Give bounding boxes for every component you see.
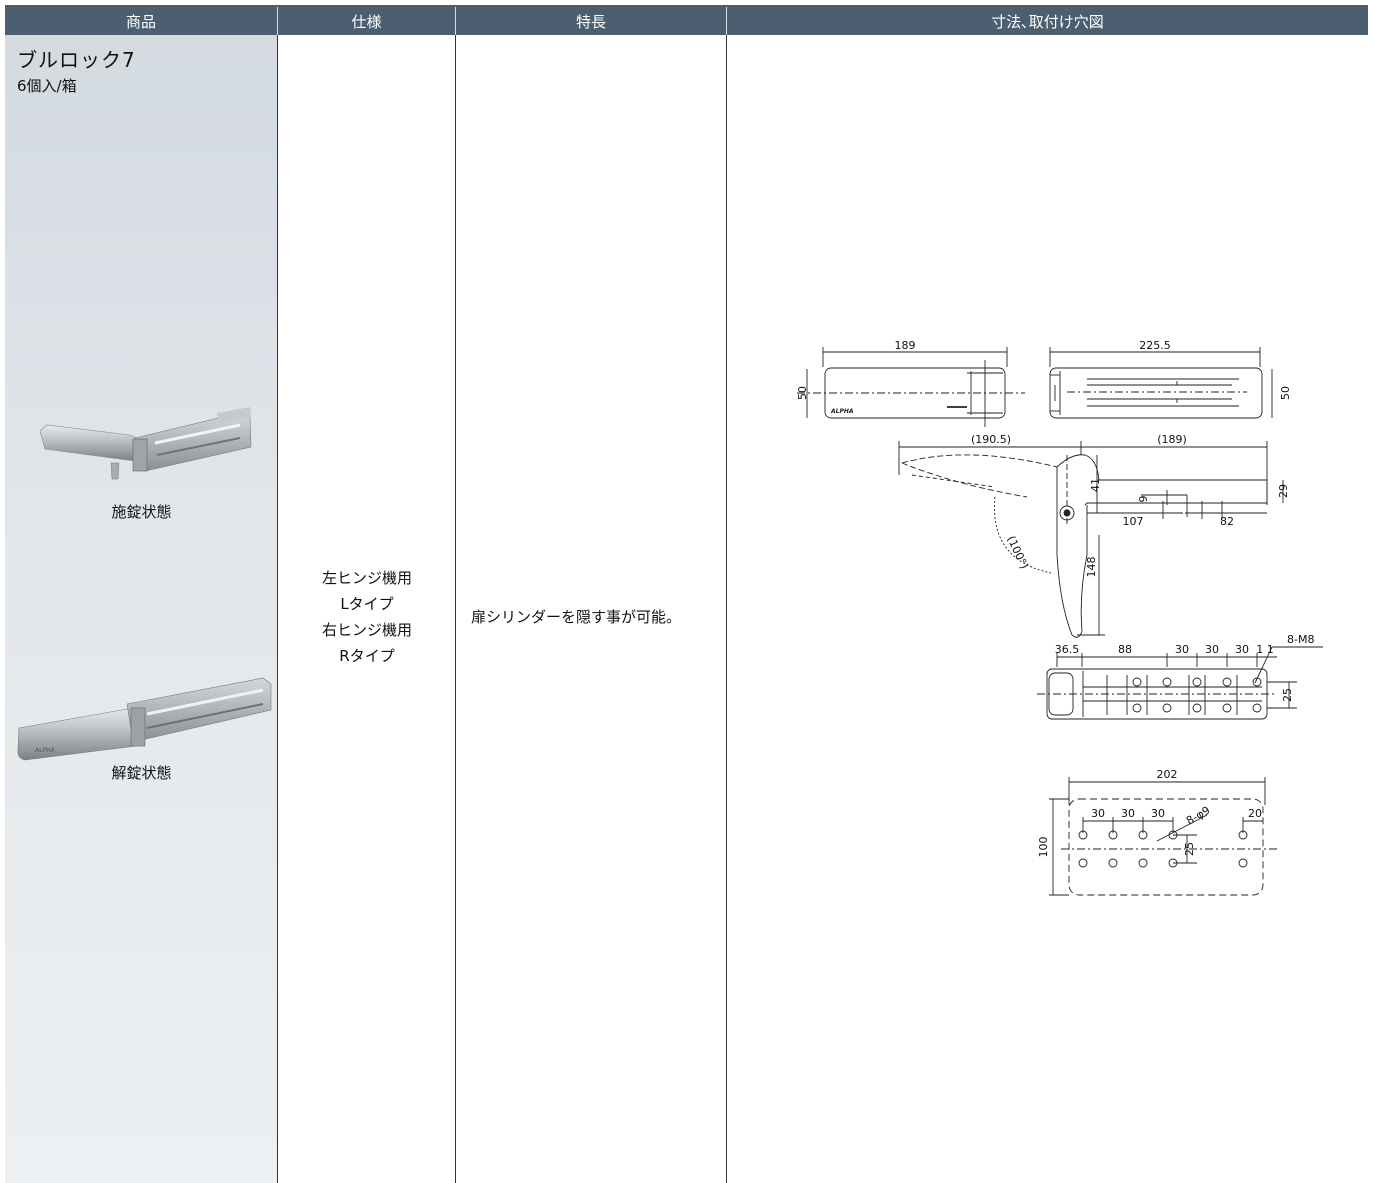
product-table: 商品 仕様 特長 寸法､取付け穴図 ブルロック7 6個入/箱: [5, 5, 1368, 1183]
dim-cut-20: 20: [1248, 807, 1262, 820]
spec-line: 右ヒンジ機用: [321, 621, 412, 639]
dim-right-length: (189): [1157, 433, 1187, 446]
header-product: 商品: [5, 7, 278, 35]
feature-cell: 扉シリンダーを隠す事が可能。: [456, 35, 727, 1183]
dim-148: 148: [1085, 557, 1098, 578]
dimension-drawing: 189 50 ALPHA 225.5: [796, 339, 1323, 896]
dim-left-length: (190.5): [971, 433, 1011, 446]
dim-29: 29: [1277, 484, 1290, 498]
spec-list: 左ヒンジ機用 Lタイプ 右ヒンジ機用 Rタイプ: [278, 565, 456, 669]
dim-base-25: 25: [1281, 688, 1294, 702]
dim-88: 88: [1118, 643, 1132, 656]
header-spec: 仕様: [278, 7, 456, 35]
spec-line: Lタイプ: [340, 595, 394, 613]
cutout-view: 202 100 30 30 30 8-φ9: [1037, 768, 1277, 896]
dim-cutout-height: 100: [1037, 837, 1050, 858]
header-dimensions: 寸法､取付け穴図: [727, 7, 1368, 35]
dim-side-length: 225.5: [1139, 339, 1171, 352]
unlocked-latch-photo: ALPHA: [17, 677, 272, 761]
dim-30b: 30: [1205, 643, 1219, 656]
base-view: 36.5 88 30 30 30 1 1 8-M8: [1037, 633, 1323, 720]
header-features: 特長: [456, 7, 727, 35]
dim-cut-25: 25: [1183, 842, 1196, 856]
product-cell: ブルロック7 6個入/箱: [5, 35, 278, 1183]
feature-text: 扉シリンダーを隠す事が可能。: [471, 608, 682, 626]
spec-line: Rタイプ: [339, 647, 395, 665]
spec-line: 左ヒンジ機用: [321, 569, 412, 587]
screw-spec: 8-M8: [1287, 633, 1314, 646]
dimension-cell: 189 50 ALPHA 225.5: [727, 35, 1368, 1183]
table-header: 商品 仕様 特長 寸法､取付け穴図: [5, 7, 1368, 35]
dim-angle: (100°): [1004, 534, 1031, 571]
dim-82: 82: [1220, 515, 1234, 528]
profile-view: (190.5) (189) (100°) 41 29: [898, 433, 1290, 638]
svg-text:ALPHA: ALPHA: [35, 747, 56, 754]
product-name: ブルロック7: [17, 48, 136, 72]
dim-cut-30c: 30: [1151, 807, 1165, 820]
side-view: 225.5 50: [1049, 339, 1292, 419]
locked-latch-photo: [39, 407, 252, 480]
dim-cut-30a: 30: [1091, 807, 1105, 820]
product-pack-qty: 6個入/箱: [17, 77, 77, 95]
dim-107: 107: [1123, 515, 1144, 528]
dim-9: 9: [1137, 496, 1150, 503]
dim-side-height: 50: [1279, 386, 1292, 400]
dim-cutout-width: 202: [1157, 768, 1178, 781]
spec-cell: 左ヒンジ機用 Lタイプ 右ヒンジ機用 Rタイプ: [278, 35, 456, 1183]
dim-30a: 30: [1175, 643, 1189, 656]
table-row: ブルロック7 6個入/箱: [5, 35, 1368, 1183]
alpha-logo: ALPHA: [830, 408, 854, 415]
table-top-rule: [5, 5, 1368, 7]
locked-caption: 施錠状態: [111, 503, 172, 521]
hole-spec: 8-φ9: [1184, 804, 1212, 828]
dim-36-5: 36.5: [1055, 643, 1080, 656]
top-view: 189 50 ALPHA: [796, 339, 1025, 427]
dim-30c: 30: [1235, 643, 1249, 656]
dim-top-length: 189: [895, 339, 916, 352]
unlocked-caption: 解錠状態: [111, 764, 172, 782]
dim-41: 41: [1089, 478, 1102, 492]
dim-cut-30b: 30: [1121, 807, 1135, 820]
dim-top-height: 50: [796, 386, 809, 400]
